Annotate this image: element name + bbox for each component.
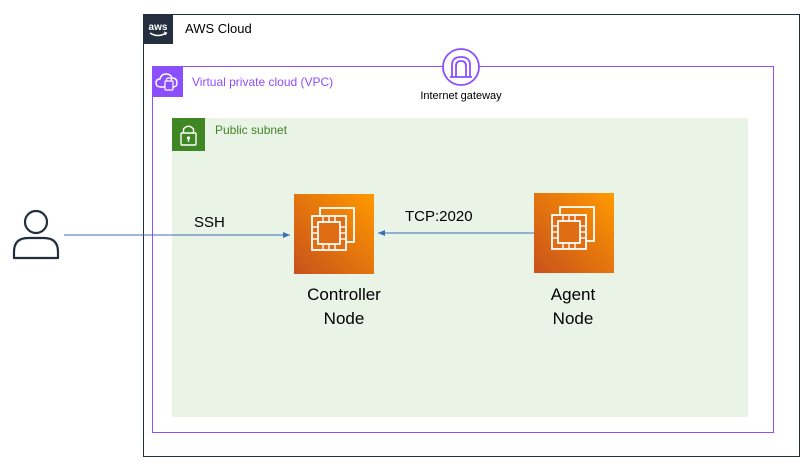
controller-label-line2: Node — [323, 309, 365, 328]
aws-logo-icon: aws — [143, 14, 173, 44]
ssh-connection-label: SSH — [194, 214, 225, 231]
controller-label-line1: Controller — [307, 285, 381, 304]
public-subnet-group — [172, 118, 748, 417]
agent-label-line2: Node — [552, 309, 594, 328]
aws-cloud-label: AWS Cloud — [185, 21, 252, 36]
public-subnet-label: Public subnet — [215, 123, 288, 137]
internet-gateway-icon — [441, 47, 481, 87]
internet-gateway-label: Internet gateway — [420, 90, 502, 102]
tcp-connection-label: TCP:2020 — [405, 208, 473, 225]
subnet-lock-icon — [172, 118, 205, 151]
agent-ec2-icon — [534, 193, 614, 273]
vpc-icon — [152, 66, 183, 97]
svg-text:aws: aws — [149, 22, 168, 33]
controller-node-label: Controller Node — [284, 283, 404, 331]
vpc-label: Virtual private cloud (VPC) — [192, 75, 334, 89]
controller-ec2-icon — [294, 194, 374, 274]
agent-label-line1: Agent — [550, 285, 596, 304]
user-icon — [11, 208, 61, 260]
agent-node-label: Agent Node — [513, 283, 633, 331]
